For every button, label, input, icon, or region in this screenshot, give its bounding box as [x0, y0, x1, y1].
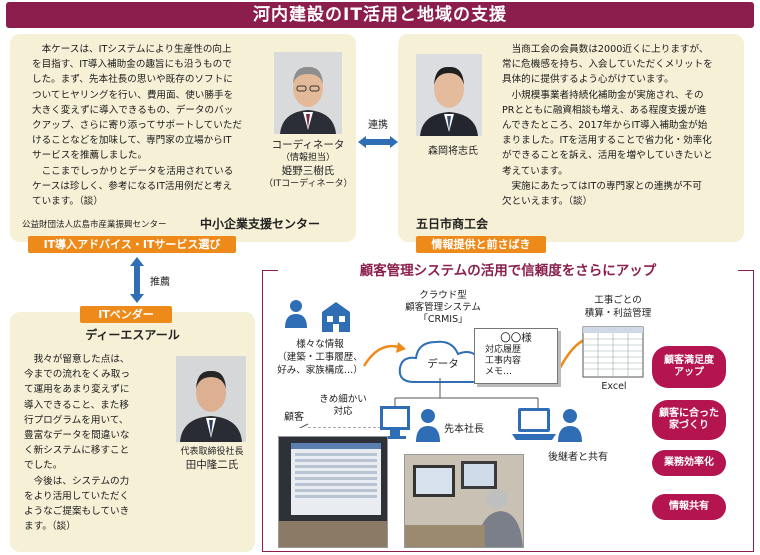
president-pc-icon: [380, 406, 440, 442]
customer-record-card: 〇〇様 対応履歴 工事内容 メモ…: [474, 328, 558, 384]
coordinator-photo: [274, 52, 342, 134]
crm-info-label: 様々な情報 （建築・工事履歴、 好み、家族構成…）: [277, 339, 363, 376]
link-arrow-icon: [358, 136, 398, 148]
vendor-ceo-caption: 代表取締役社長 田中隆二氏: [170, 446, 254, 473]
benefit-info-sharing: 情報共有: [652, 494, 726, 520]
page-title: 河内建設のIT活用と地域の支援: [6, 2, 754, 28]
it-vendor-box: ディーエスアール 我々が留意した点は、 今までの流れをくみ取っ て運用をあまり変…: [10, 312, 255, 552]
crm-title: 顧客管理システムの活用で信頼度をさらにアップ: [278, 262, 738, 280]
recommend-label: 推薦: [150, 277, 170, 288]
center-org-name: 中小企業支援センター: [200, 217, 321, 231]
crm-cloud-label: クラウド型 顧客管理システム 「CRMIS」: [405, 290, 481, 325]
chamber-of-commerce-box: 森岡将志氏 当商工会の会員数は2000近くに上りますが、 常に危機感を持ち、入会…: [398, 34, 744, 242]
vendor-ceo-title: 代表取締役社長: [180, 447, 244, 457]
benefit-custom-homes: 顧客に合った 家づくり: [652, 400, 726, 440]
customer-label: 顧客: [284, 412, 304, 423]
excel-label: Excel: [601, 381, 627, 392]
link-label: 連携: [368, 120, 388, 131]
chamber-role-tag: 情報提供と前さばき: [416, 236, 546, 253]
record-card-lines: 対応履歴 工事内容 メモ…: [485, 345, 522, 377]
vendor-comment: 我々が留意した点は、 今までの流れをくみ取っ て運用をあまり変えずに 導入できる…: [24, 354, 130, 533]
vendor-ceo-name: 田中隆二氏: [185, 459, 239, 471]
vendor-company: ディーエスアール: [85, 328, 180, 342]
coordinator-name: 姫野三樹氏: [281, 165, 335, 177]
president-label: 先本社長: [444, 424, 484, 435]
chamber-comment: 当商工会の会員数は2000近くに上りますが、 常に危機感を持ち、入会していただく…: [502, 44, 713, 208]
office-work-photo: [404, 454, 524, 548]
coordinator-title: （ITコーディネータ）: [264, 179, 353, 189]
chamber-org-name: 五日市商工会: [416, 217, 489, 231]
excel-title: 工事ごとの 積算・利益管理: [584, 295, 652, 319]
successor-label: 後継者と共有: [548, 452, 608, 463]
center-role-tag: IT導入アドバイス・ITサービス選び: [28, 236, 236, 253]
care-label: きめ細かい 対応: [319, 394, 367, 417]
support-center-comment: 本ケースは、ITシステムにより生産性の向上 を目指す、IT導入補助金の趣旨にも沿…: [32, 44, 243, 208]
coordinator-role: コーディネータ: [271, 139, 345, 151]
chamber-person-name: 森岡将志氏: [428, 146, 478, 157]
benefit-efficiency: 業務効率化: [652, 450, 726, 476]
vendor-tag: ITベンダー: [80, 306, 172, 323]
recommend-arrow-icon: [130, 257, 144, 303]
people-house-icon: [285, 300, 350, 332]
benefit-customer-satisfaction: 顧客満足度 アップ: [652, 346, 726, 388]
center-org-prefix: 公益財団法人広島市産業振興センター: [22, 220, 167, 230]
support-center-box: 本ケースは、ITシステムにより生産性の向上 を目指す、IT導入補助金の趣旨にも沿…: [10, 34, 356, 242]
coordinator-role-sub: （情報担当）: [280, 153, 335, 163]
record-card-name: 〇〇様: [500, 332, 532, 344]
spreadsheet-icon: [582, 326, 644, 378]
vendor-ceo-photo: [176, 356, 246, 442]
crm-data-label: データ: [427, 358, 459, 370]
chamber-person-photo: [416, 54, 482, 136]
successor-laptop-icon: [512, 408, 582, 442]
crm-screen-photo: [278, 436, 388, 548]
coordinator-caption: コーディネータ （情報担当） 姫野三樹氏 （ITコーディネータ）: [264, 138, 353, 190]
